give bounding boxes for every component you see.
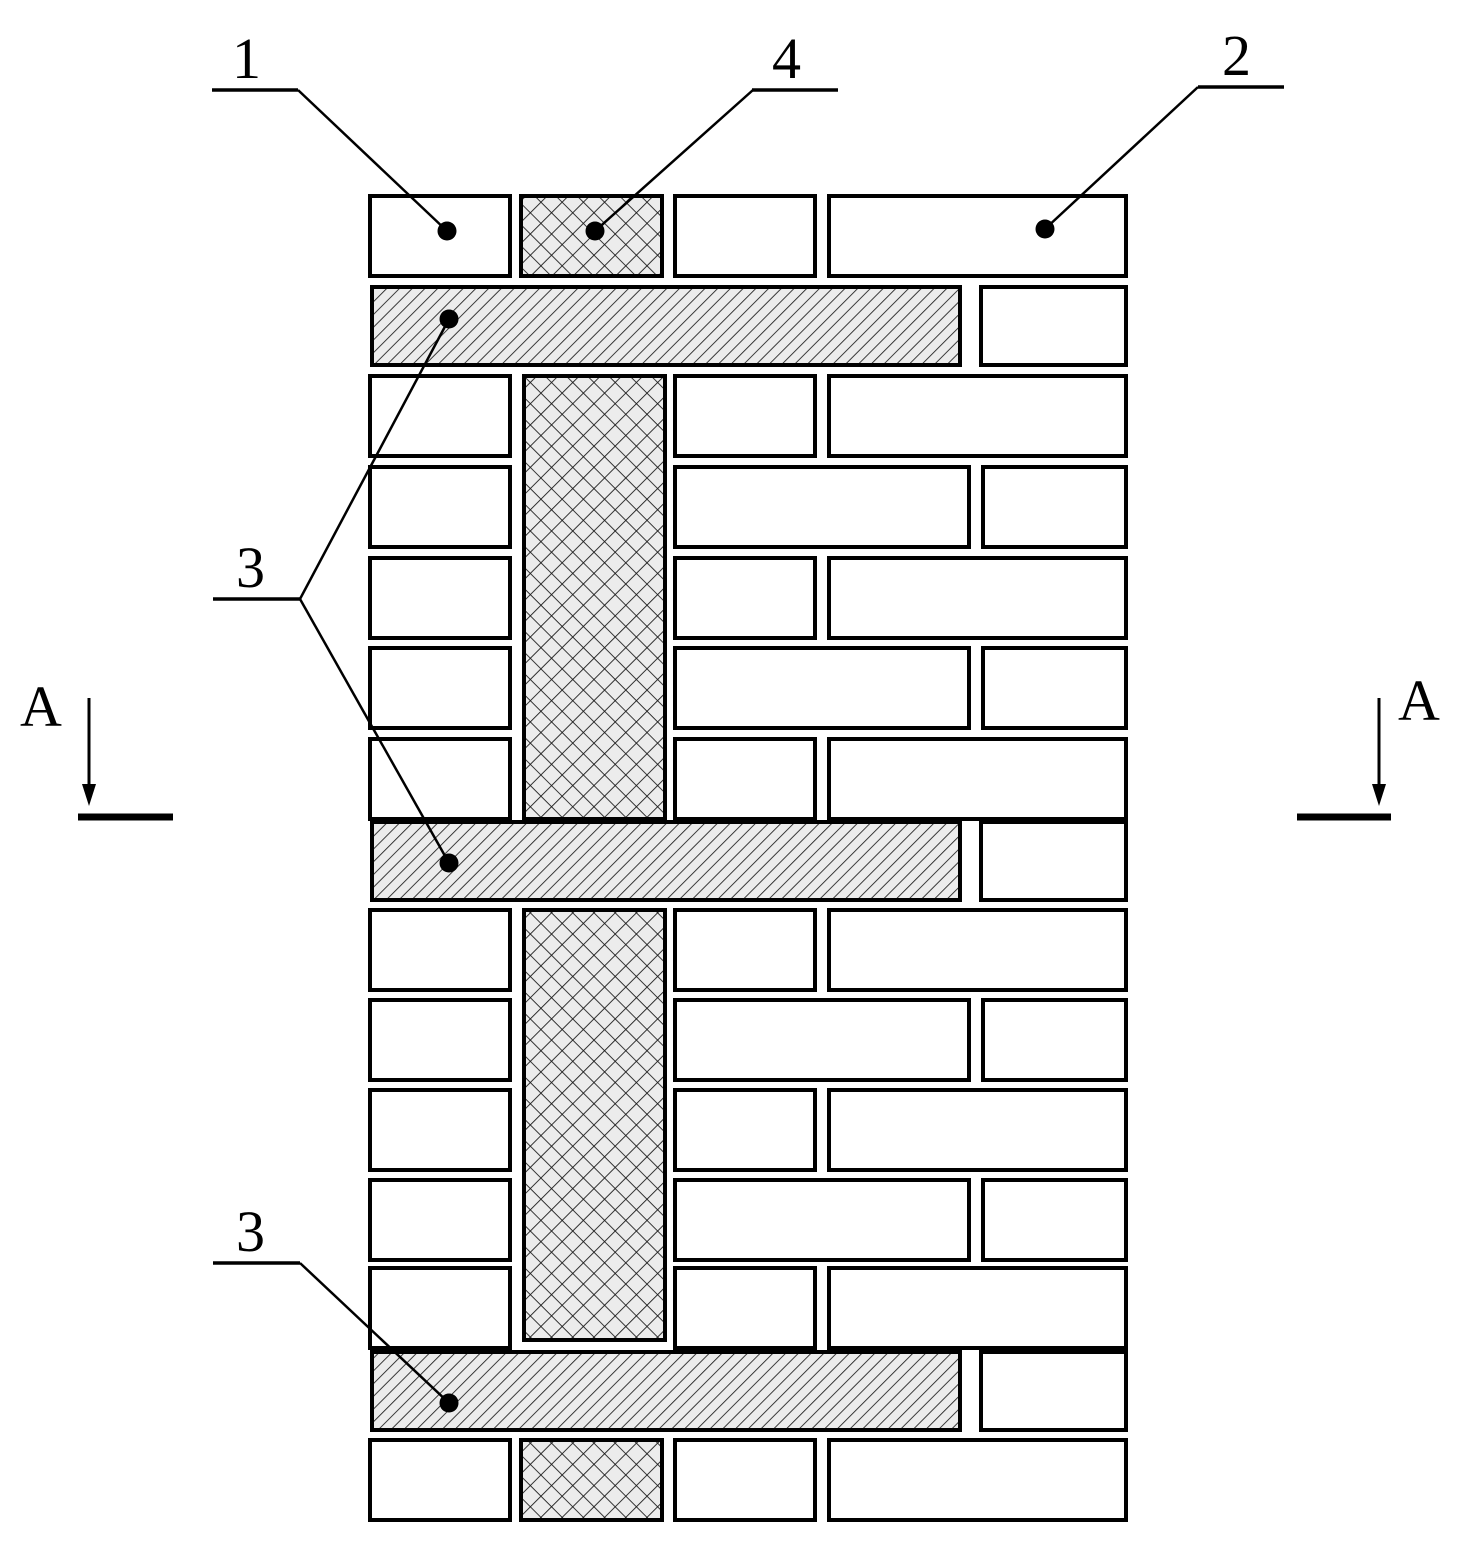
- brick: [827, 737, 1128, 821]
- brick: [827, 194, 1128, 278]
- brick: [827, 374, 1128, 458]
- brick: [673, 908, 817, 992]
- brick: [673, 646, 971, 730]
- ref-label-3-middle: 3: [236, 535, 265, 600]
- hatched-band: [370, 285, 962, 367]
- hatched-band: [370, 1350, 962, 1432]
- brick: [981, 646, 1128, 730]
- brick: [673, 1088, 817, 1172]
- brick: [368, 1266, 512, 1350]
- brick: [368, 1438, 512, 1522]
- leader-line: [594, 89, 754, 232]
- brick: [981, 998, 1128, 1082]
- crosshatch-block: [519, 1438, 664, 1522]
- brick: [368, 646, 512, 730]
- brick: [368, 556, 512, 640]
- brick: [979, 1350, 1128, 1432]
- brick: [979, 820, 1128, 902]
- crosshatch-block: [522, 908, 667, 1342]
- brick: [827, 556, 1128, 640]
- ref-label-1: 1: [232, 26, 261, 91]
- section-arrowhead: [82, 784, 96, 806]
- brick: [827, 1266, 1128, 1350]
- brick: [368, 194, 512, 278]
- section-arrowhead: [1372, 784, 1386, 806]
- brick: [673, 556, 817, 640]
- brick: [368, 908, 512, 992]
- leader-line: [299, 1262, 450, 1404]
- brick: [673, 194, 817, 278]
- leader-dot: [585, 221, 605, 241]
- brick: [673, 1178, 971, 1262]
- ref-label-3-bottom: 3: [236, 1199, 265, 1264]
- brick: [827, 908, 1128, 992]
- leader-line: [1044, 86, 1199, 230]
- wall-shapes: [78, 85, 1391, 1522]
- brick: [673, 998, 971, 1082]
- ref-label-2: 2: [1222, 23, 1251, 88]
- leader-line: [297, 89, 448, 232]
- brick: [368, 465, 512, 549]
- section-label-a-right: A: [1398, 668, 1440, 733]
- brick: [673, 737, 817, 821]
- ref-label-4: 4: [772, 26, 801, 91]
- brick: [979, 285, 1128, 367]
- brick: [368, 737, 512, 821]
- leader-line: [298, 318, 451, 600]
- brick: [673, 1438, 817, 1522]
- brick: [981, 465, 1128, 549]
- leader-dot: [437, 221, 457, 241]
- brick: [673, 374, 817, 458]
- brick: [673, 465, 971, 549]
- brick: [981, 1178, 1128, 1262]
- leader-dot: [439, 853, 459, 873]
- brick: [368, 998, 512, 1082]
- leader-line: [298, 598, 451, 864]
- leader-dot: [439, 309, 459, 329]
- crosshatch-block: [522, 374, 667, 821]
- hatched-band: [370, 820, 962, 902]
- section-label-a-left: A: [20, 674, 62, 739]
- brick: [368, 1178, 512, 1262]
- brick: [827, 1438, 1128, 1522]
- brick: [368, 374, 512, 458]
- leader-dot: [1035, 219, 1055, 239]
- brick: [368, 1088, 512, 1172]
- leader-dot: [439, 1393, 459, 1413]
- brick: [673, 1266, 817, 1350]
- brick: [827, 1088, 1128, 1172]
